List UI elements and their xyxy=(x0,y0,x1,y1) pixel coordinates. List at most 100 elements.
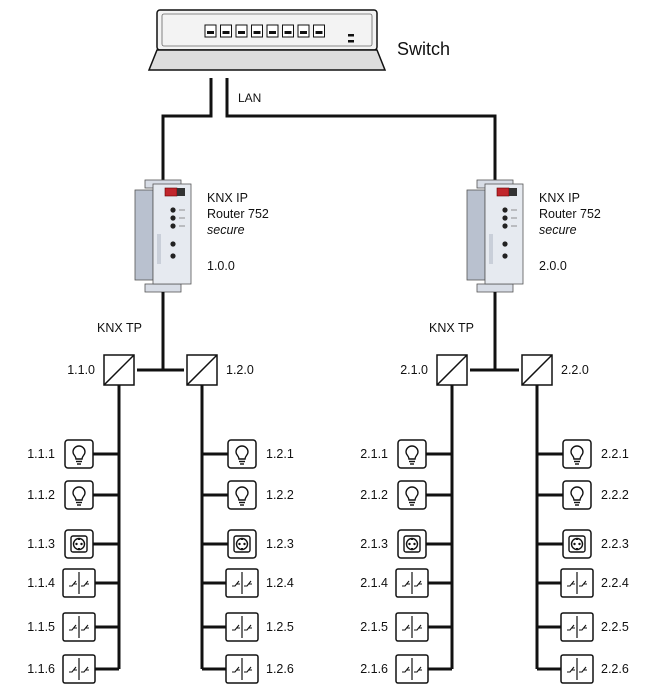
router-led xyxy=(502,241,508,247)
router-address: 1.0.0 xyxy=(207,259,235,273)
bulb xyxy=(72,486,86,501)
knx-device xyxy=(225,568,259,598)
lan-label: LAN xyxy=(238,91,261,105)
lamp-icon xyxy=(405,486,419,506)
lamp-icon xyxy=(405,445,419,465)
lan-cable-left xyxy=(161,78,213,182)
network-switch xyxy=(147,9,387,71)
knx-ip-router-1 xyxy=(134,179,192,293)
router-side xyxy=(466,189,486,281)
switch-icon xyxy=(69,572,89,594)
switch-icon xyxy=(567,616,587,638)
device-address: 1.1.6 xyxy=(27,662,55,676)
router-address: 2.0.0 xyxy=(539,259,567,273)
coupler-address: 2.2.0 xyxy=(561,363,589,377)
router-name-line3: secure xyxy=(539,223,577,237)
device-address: 1.2.6 xyxy=(266,662,294,676)
device-address: 2.2.4 xyxy=(601,576,629,590)
knx-device xyxy=(562,480,592,510)
coupler-address: 1.1.0 xyxy=(67,363,95,377)
bulb xyxy=(235,486,249,501)
device-address: 1.2.1 xyxy=(266,447,294,461)
socket-icon xyxy=(233,535,251,553)
bus-label: KNX TP xyxy=(97,321,142,335)
switch-port xyxy=(204,24,217,38)
knx-device xyxy=(395,612,429,642)
device-address: 2.2.5 xyxy=(601,620,629,634)
device-address: 1.1.5 xyxy=(27,620,55,634)
device-frame xyxy=(64,439,94,469)
device-address: 2.1.4 xyxy=(360,576,388,590)
device-frame xyxy=(397,480,427,510)
bulb xyxy=(405,486,419,501)
lamp-icon xyxy=(235,486,249,506)
lamp-icon xyxy=(72,486,86,506)
knx-device xyxy=(397,439,427,469)
device-address: 1.2.3 xyxy=(266,537,294,551)
switch-port xyxy=(235,24,248,38)
knx-device xyxy=(62,654,96,684)
device-frame xyxy=(562,480,592,510)
bus-label: KNX TP xyxy=(429,321,474,335)
router-led xyxy=(502,223,508,229)
socket-icon xyxy=(403,535,421,553)
line-coupler xyxy=(436,354,468,386)
switch-icon xyxy=(69,658,89,680)
switch-port xyxy=(220,24,232,38)
switch-base xyxy=(147,49,387,71)
device-address: 2.1.2 xyxy=(360,488,388,502)
router-name-line2: Router 752 xyxy=(207,207,269,221)
knx-ip-router-2 xyxy=(466,179,524,293)
line-coupler xyxy=(103,354,135,386)
knx-device xyxy=(64,480,94,510)
lamp-icon xyxy=(570,486,584,506)
router-led xyxy=(170,207,176,213)
router-name-line1: KNX IP xyxy=(207,191,248,205)
knx-device xyxy=(225,654,259,684)
router-led xyxy=(170,253,176,259)
router-side xyxy=(134,189,154,281)
switch-icon xyxy=(69,616,89,638)
knx-device xyxy=(64,439,94,469)
device-frame xyxy=(64,529,94,559)
switch-icon xyxy=(232,572,252,594)
knx-device xyxy=(227,480,257,510)
line-coupler xyxy=(521,354,553,386)
lamp-icon xyxy=(72,445,86,465)
switch-port xyxy=(297,24,310,38)
router-led xyxy=(170,223,176,229)
router-led xyxy=(502,207,508,213)
switch-icon xyxy=(232,658,252,680)
knx-device xyxy=(562,439,592,469)
device-address: 2.1.3 xyxy=(360,537,388,551)
switch-icon xyxy=(402,572,422,594)
bulb xyxy=(235,445,249,460)
switch-led xyxy=(348,40,354,43)
device-address: 2.1.5 xyxy=(360,620,388,634)
knx-device xyxy=(560,654,594,684)
switch-port xyxy=(266,24,279,38)
lamp-icon xyxy=(570,445,584,465)
device-address: 1.2.4 xyxy=(266,576,294,590)
lan-cable-right xyxy=(225,78,497,182)
bulb xyxy=(570,486,584,501)
lamp-icon xyxy=(235,445,249,465)
device-address: 1.1.1 xyxy=(27,447,55,461)
switch-icon xyxy=(567,572,587,594)
device-frame xyxy=(562,439,592,469)
router-led xyxy=(170,215,176,221)
bus-connector xyxy=(164,187,178,197)
device-address: 1.1.3 xyxy=(27,537,55,551)
router-led xyxy=(502,253,508,259)
device-frame xyxy=(227,439,257,469)
router-led xyxy=(170,241,176,247)
knx-device xyxy=(225,612,259,642)
knx-device xyxy=(397,480,427,510)
switch-label: Switch xyxy=(397,39,450,59)
knx-device xyxy=(560,568,594,598)
knx-device xyxy=(397,529,427,559)
switch-icon xyxy=(232,616,252,638)
switch-icon xyxy=(402,616,422,638)
switch-port xyxy=(251,24,263,38)
